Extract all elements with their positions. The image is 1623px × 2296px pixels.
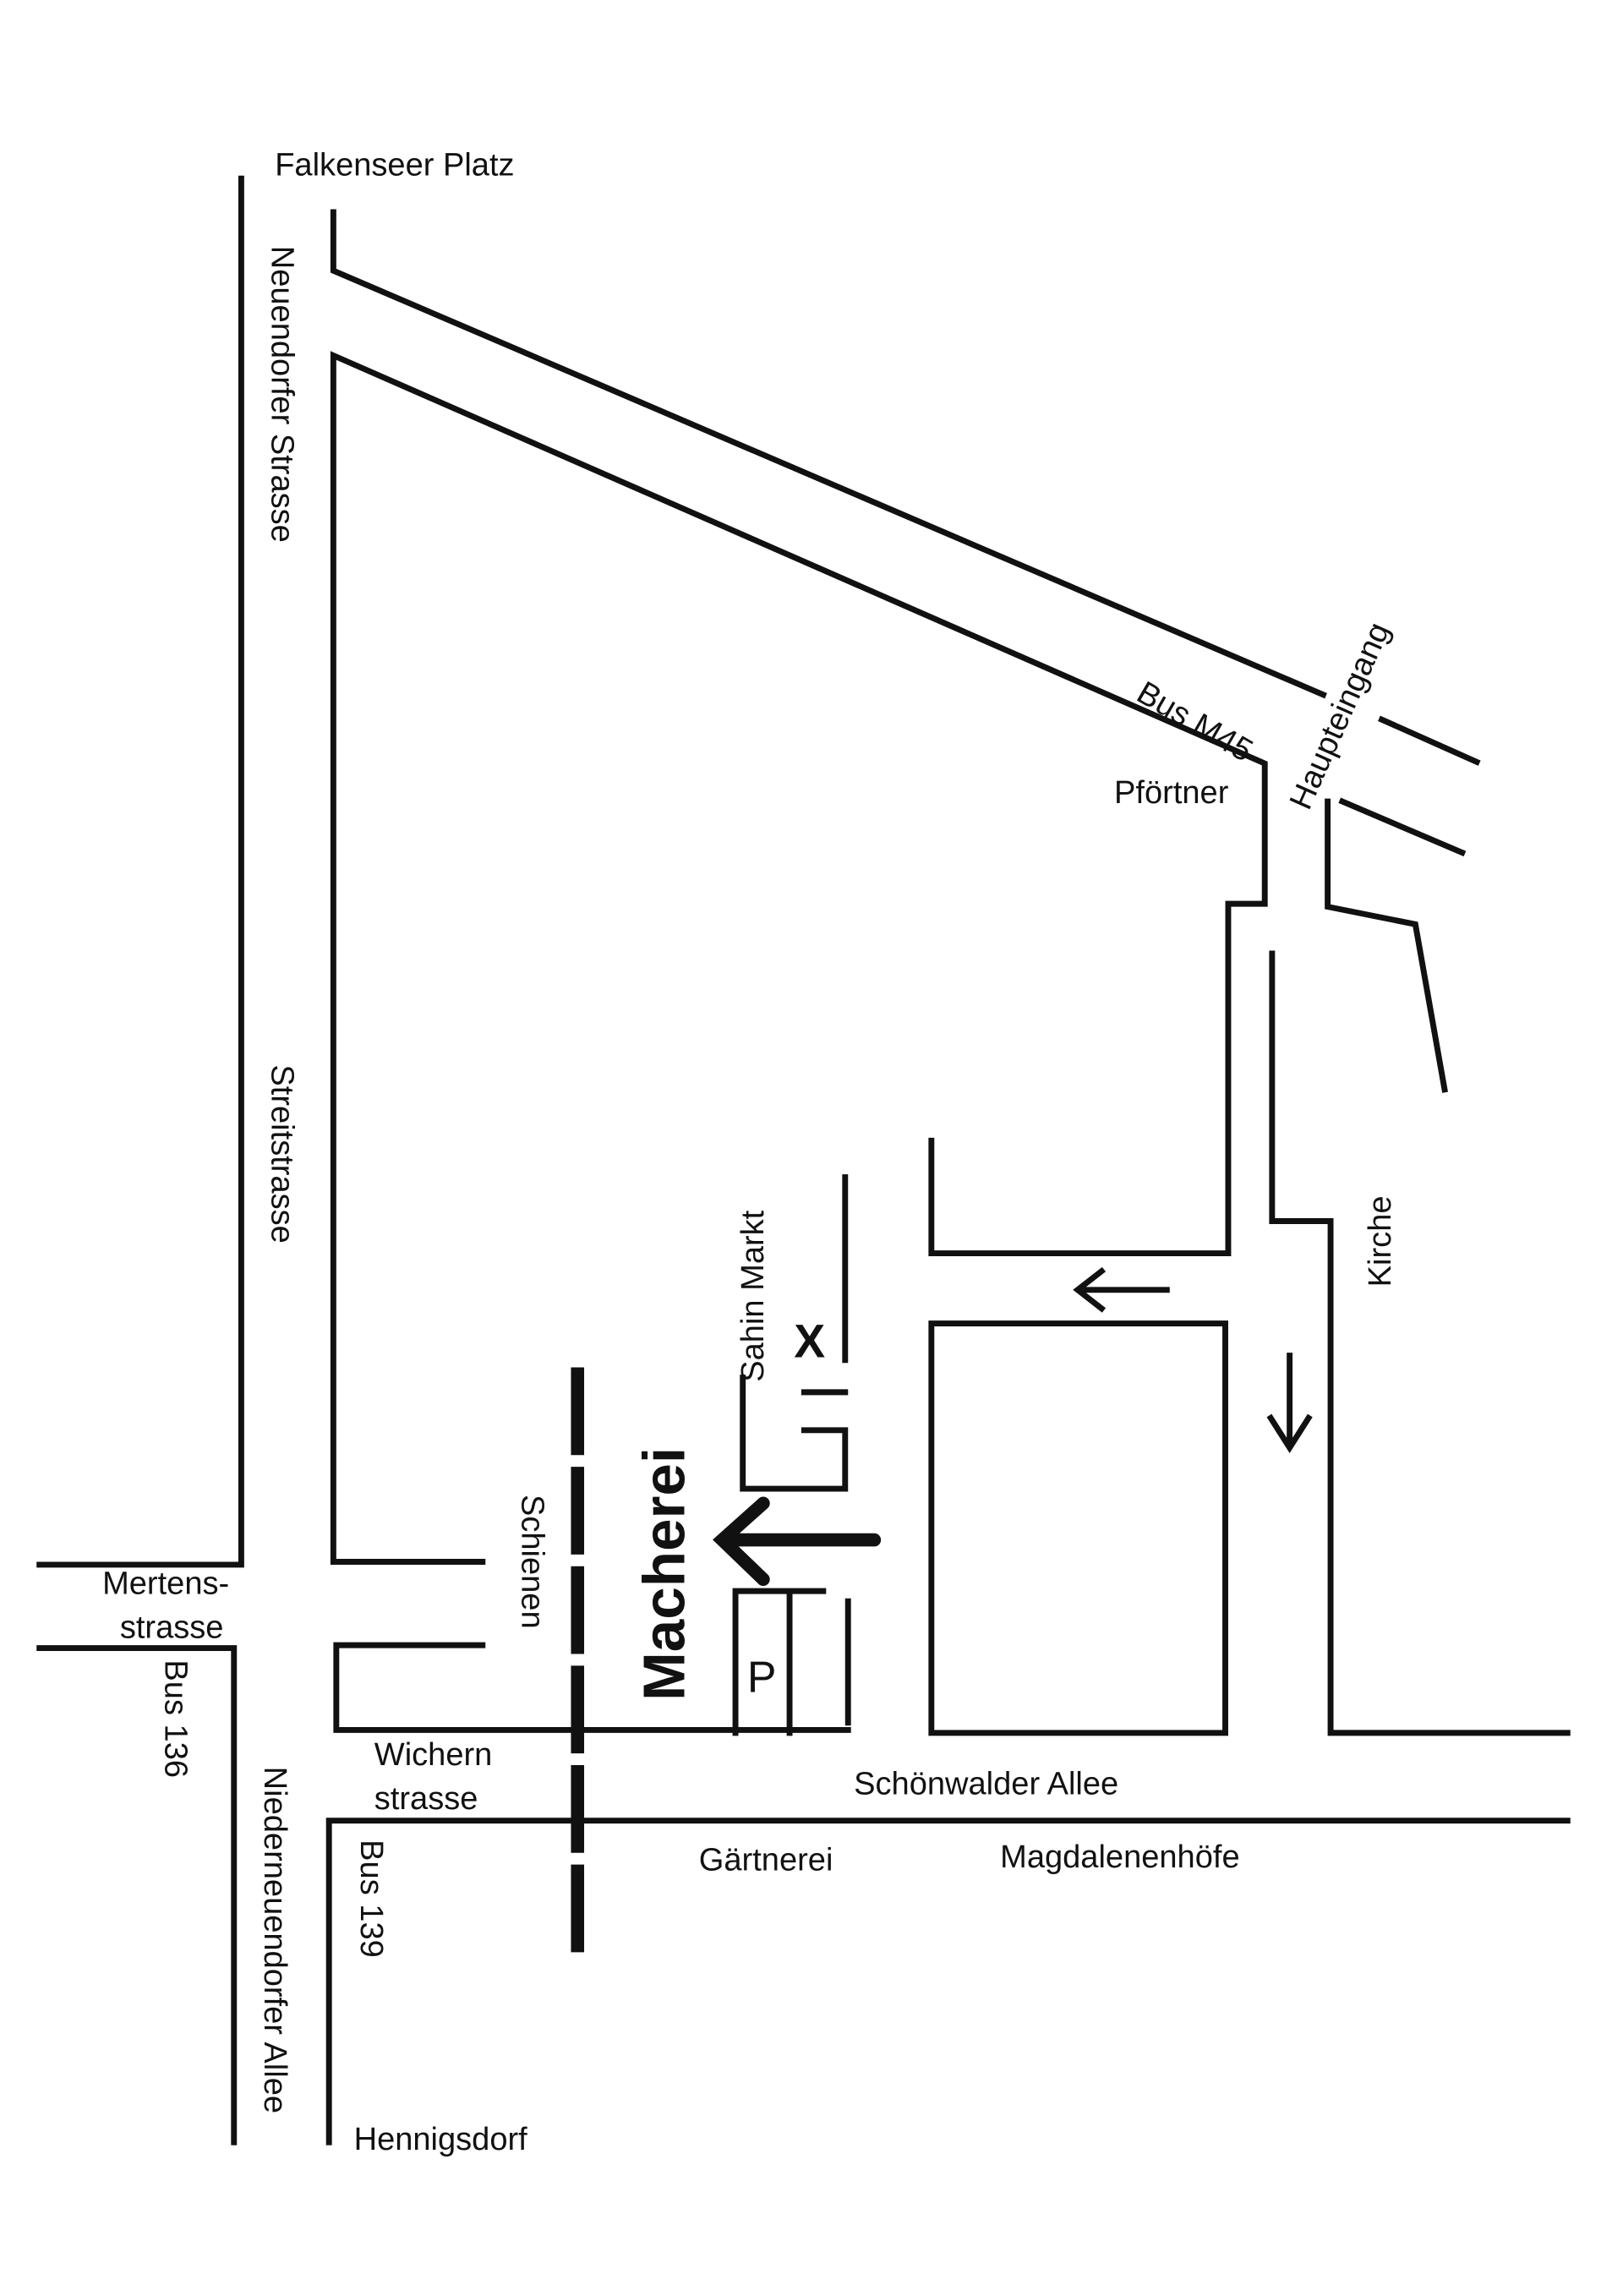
big-arrow-left-icon: [713, 1496, 882, 1587]
road-line-kirche: [1269, 950, 1571, 1736]
roads: [36, 175, 1571, 2146]
road-line-diagonal-right: [1325, 797, 1467, 1093]
direction-arrows: [713, 1266, 1313, 1587]
label-neuendorfer-strasse: Neuendorfer Strasse: [265, 246, 300, 543]
label-hennigsdorf: Hennigsdorf: [354, 2122, 528, 2157]
label-schoenwalder-allee: Schönwalder Allee: [854, 1767, 1118, 1802]
label-wichernstrasse-1: Wichern: [374, 1737, 493, 1773]
label-wichernstrasse-2: strasse: [374, 1781, 478, 1817]
label-bus-m45: Bus M45: [1131, 675, 1259, 768]
arrow-down-icon: [1266, 1353, 1313, 1454]
label-magdalenenhoefe: Magdalenenhöfe: [1000, 1840, 1239, 1875]
sahin-markt-outline: [740, 1174, 849, 1492]
road-line-neuendorfer-east: [330, 209, 1481, 766]
road-line-neuendorfer-west: [36, 175, 244, 2146]
x-marker: X: [794, 1315, 825, 1367]
arrow-left-icon: [1073, 1266, 1170, 1313]
parking-label: P: [747, 1652, 777, 1701]
label-falkenseer-platz: Falkenseer Platz: [275, 148, 514, 183]
label-sahin-markt: Sahin Markt: [735, 1210, 771, 1381]
label-mertensstrasse-1: Mertens-: [102, 1566, 229, 1602]
label-mertensstrasse-2: strasse: [120, 1610, 224, 1645]
label-kirche: Kirche: [1363, 1195, 1398, 1287]
label-macherei: Macherei: [631, 1447, 697, 1701]
label-schienen: Schienen: [515, 1495, 550, 1629]
label-bus-136: Bus 136: [157, 1659, 193, 1778]
label-bus-139: Bus 139: [353, 1840, 389, 1958]
road-line-diagonal-lower: [330, 351, 1268, 1565]
label-pfoertner: Pförtner: [1114, 775, 1229, 811]
parking-outline: [732, 1588, 851, 1736]
road-line-mertens-south: [333, 1642, 851, 1733]
label-niederneuendorfer-allee: Niederneuendorfer Allee: [257, 1767, 292, 2113]
building-block: [928, 1320, 1228, 1736]
label-streitstrasse: Streitstrasse: [265, 1064, 300, 1243]
label-gaertnerei: Gärtnerei: [699, 1842, 833, 1878]
label-haupteingang: Haupteingang: [1283, 617, 1397, 815]
road-line-schoenwalder-south: [325, 1818, 1571, 2146]
